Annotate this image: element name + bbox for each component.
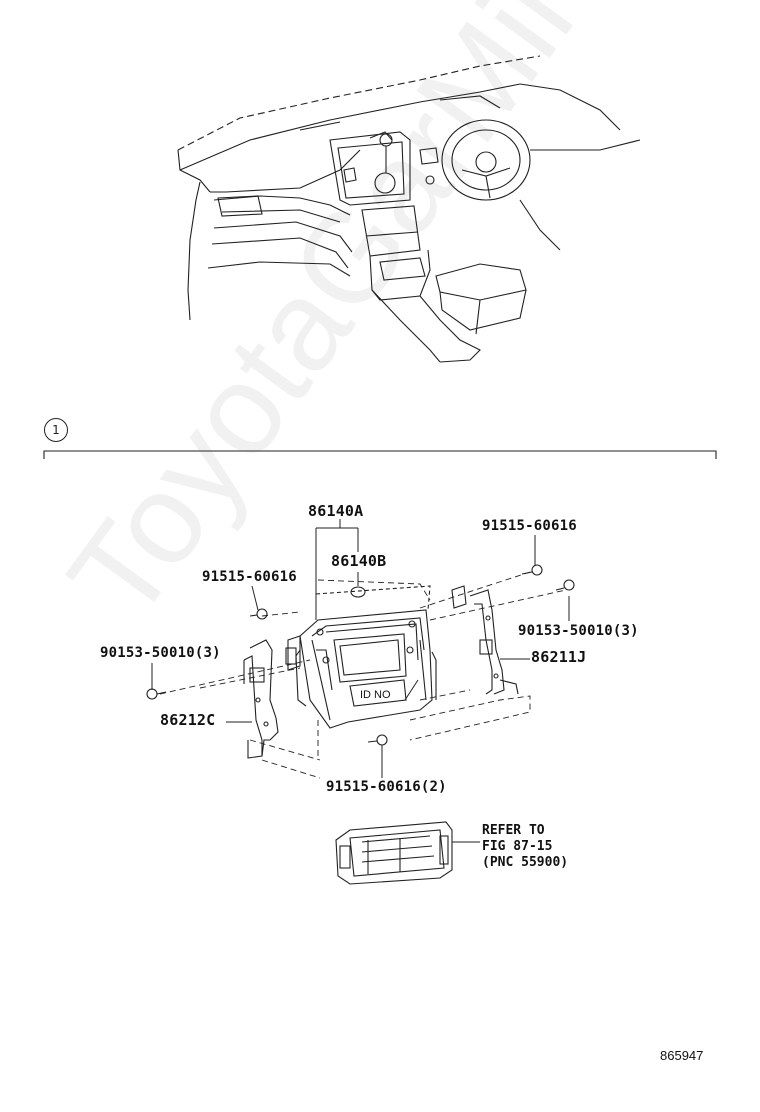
audio-unit [335, 821, 453, 885]
document-number: 865947 [660, 1048, 704, 1063]
center-panel-86140A [295, 585, 437, 729]
bracket-86211J [451, 585, 519, 695]
part-label-91515-bottom[interactable]: 91515-60616(2) [326, 779, 447, 795]
part-label-86140A[interactable]: 86140A [308, 502, 364, 520]
part-label-86211J[interactable]: 86211J [531, 648, 587, 666]
bracket-86212C [243, 635, 301, 759]
refer-note-line-3: (PNC 55900) [482, 855, 569, 870]
dashed-assembly-lines [159, 571, 567, 779]
part-label-90153-left[interactable]: 90153-50010(3) [100, 645, 221, 661]
callout-number: 1 [44, 418, 68, 442]
part-label-91515-top-left[interactable]: 91515-60616 [202, 569, 297, 585]
id-number-tag: ID NO [360, 689, 391, 701]
refer-note[interactable]: REFER TO FIG 87-15 (PNC 55900) [482, 823, 568, 871]
badge-86140B [350, 586, 366, 598]
part-label-86140B[interactable]: 86140B [331, 552, 387, 570]
part-label-86212C[interactable]: 86212C [160, 711, 216, 729]
leader-lines [151, 519, 570, 843]
screws [146, 564, 575, 746]
refer-note-line-2: FIG 87-15 [482, 839, 553, 854]
dashboard-overview-drawing [177, 55, 641, 363]
callout-bracket [43, 450, 717, 459]
part-label-91515-top-right[interactable]: 91515-60616 [482, 518, 577, 534]
refer-note-line-1: REFER TO [482, 823, 545, 838]
part-label-90153-right[interactable]: 90153-50010(3) [518, 623, 639, 639]
